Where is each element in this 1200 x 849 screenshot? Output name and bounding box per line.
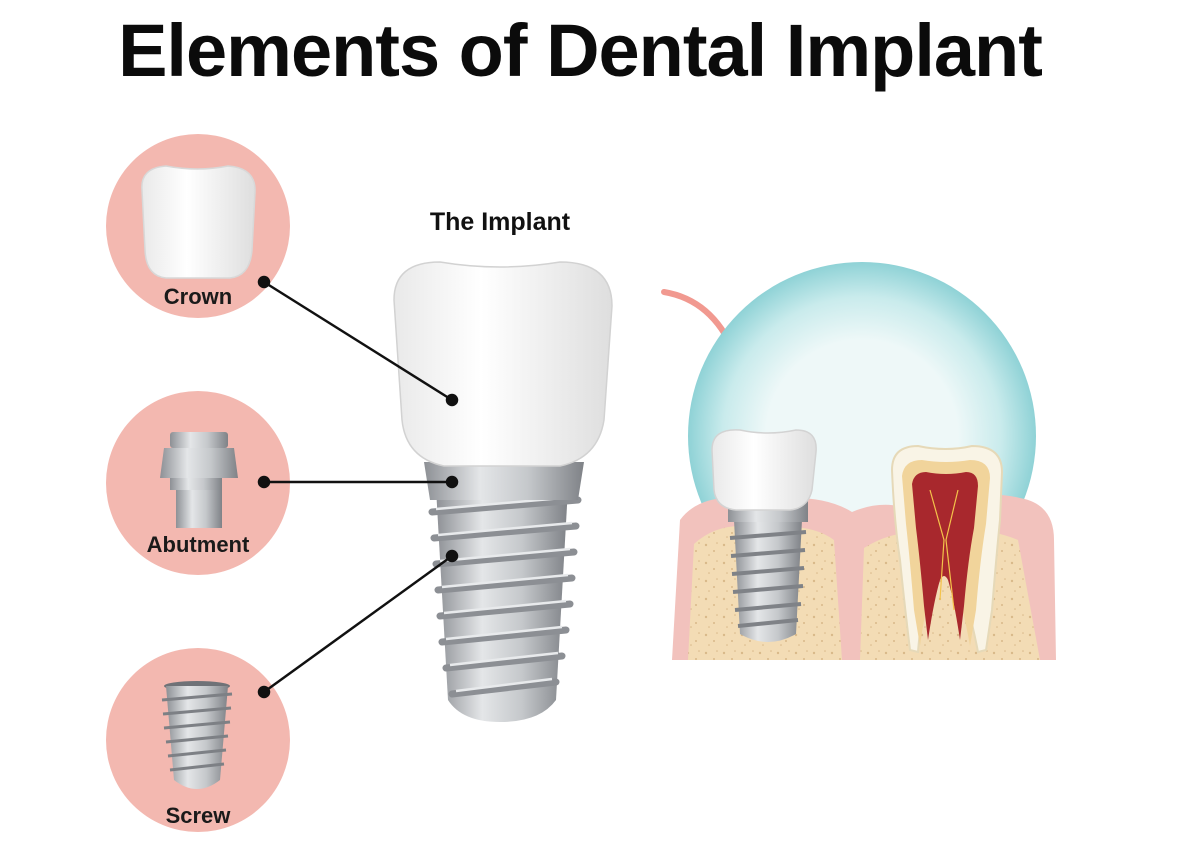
abutment-label: Abutment bbox=[146, 532, 250, 557]
implant-illustration bbox=[393, 261, 613, 722]
leader-lines bbox=[257, 275, 459, 699]
crown-label: Crown bbox=[163, 284, 233, 309]
tooth-cross-section bbox=[672, 262, 1056, 660]
screw-label: Screw bbox=[165, 803, 231, 828]
screw-component bbox=[106, 648, 290, 832]
screw-icon bbox=[161, 681, 233, 789]
abutment-component bbox=[106, 391, 290, 575]
implant-heading: The Implant bbox=[429, 208, 571, 236]
crown-icon bbox=[141, 165, 256, 279]
abutment-icon bbox=[160, 432, 238, 528]
page-title: Elements of Dental Implant bbox=[118, 9, 1043, 92]
crown-component bbox=[106, 134, 290, 318]
